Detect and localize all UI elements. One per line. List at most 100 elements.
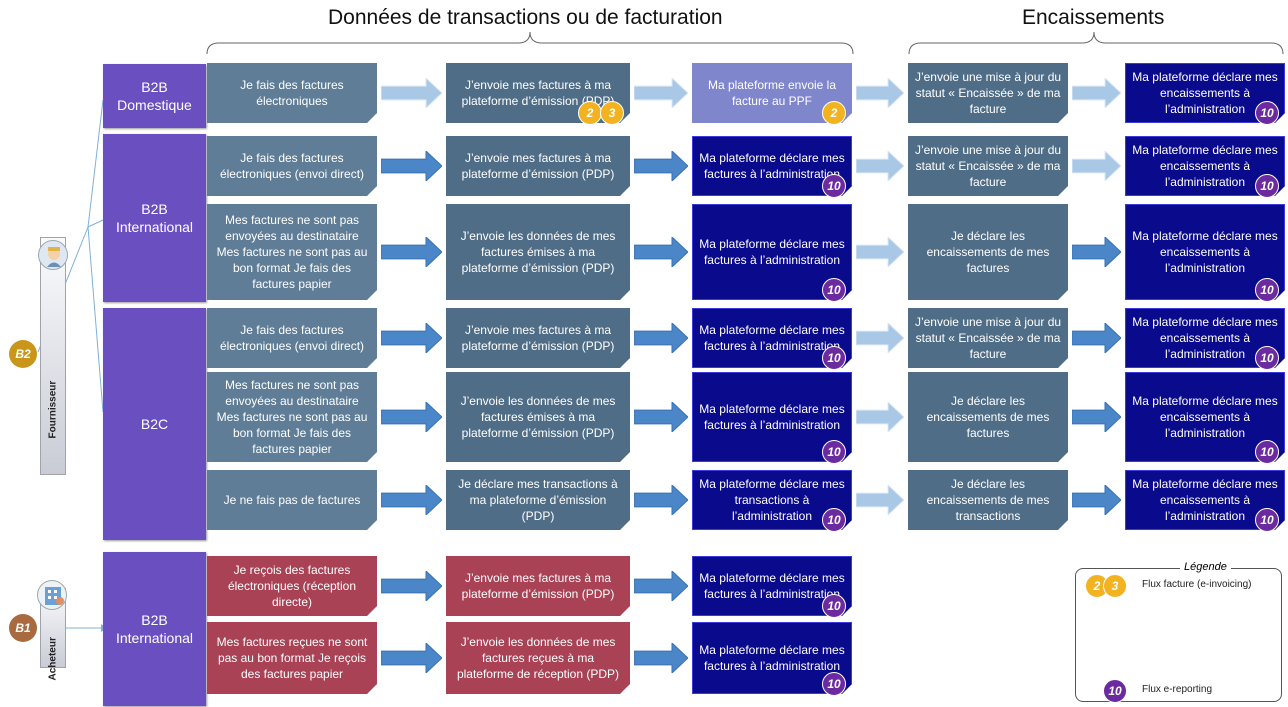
arrow-row1-col3: [856, 78, 904, 108]
step-text: Ma plateforme déclare mes transactions à…: [699, 477, 845, 523]
step-text: Mes factures ne sont pas envoyées au des…: [216, 213, 368, 291]
step-row5-col4: Je déclare les encaissements de mes fact…: [908, 372, 1068, 462]
badge-flow-10: 10: [822, 174, 846, 198]
arrow-row7-col1: [381, 571, 442, 601]
step-text: Ma plateforme déclare mes encaissements …: [1132, 70, 1278, 116]
supplier-person-icon: [38, 240, 68, 270]
arrow-row4-col4: [1072, 323, 1121, 353]
arrow-row6-col1: [381, 485, 442, 515]
step-text: Ma plateforme déclare mes factures à l’a…: [699, 323, 845, 353]
step-row7-col2: J’envoie mes factures à ma plateforme d’…: [446, 556, 630, 616]
step-row2-col5: Ma plateforme déclare mes encaissements …: [1125, 136, 1285, 196]
step-row8-col2: J’envoie les données de mes factures reç…: [446, 622, 630, 694]
badge-flow-10: 10: [822, 278, 846, 302]
arrow-row6-col2: [634, 485, 688, 515]
badge-flow-10: 10: [1255, 278, 1279, 302]
supplier-bar: [40, 237, 66, 475]
step-row3-col3: Ma plateforme déclare mes factures à l’a…: [692, 204, 852, 300]
step-text: J’envoie une mise à jour du statut « Enc…: [914, 315, 1062, 361]
step-row3-col4: Je déclare les encaissements de mes fact…: [908, 204, 1068, 300]
brace-encaissements: [908, 31, 1284, 55]
step-text: Ma plateforme déclare mes encaissements …: [1132, 143, 1278, 189]
step-row6-col3: Ma plateforme déclare mes transactions à…: [692, 470, 852, 530]
step-row4-col1: Je fais des factures électroniques (envo…: [207, 308, 377, 368]
step-text: Ma plateforme déclare mes encaissements …: [1132, 229, 1278, 275]
step-text: Ma plateforme déclare mes factures à l’a…: [699, 571, 845, 601]
category-b2b-international: B2B International: [103, 134, 206, 302]
step-row5-col1: Mes factures ne sont pas envoyées au des…: [207, 372, 377, 462]
legend-badge-3: 3: [1103, 574, 1127, 598]
arrow-row3-col3: [856, 237, 904, 267]
legend-badge-10: 10: [1103, 679, 1127, 703]
step-text: J’envoie une mise à jour du statut « Enc…: [914, 143, 1062, 189]
step-text: Je fais des factures électroniques: [240, 78, 344, 108]
supplier-label: Fournisseur: [47, 380, 59, 439]
category-b2c: B2C: [103, 308, 206, 540]
step-text: J’envoie mes factures à ma plateforme d’…: [461, 151, 615, 181]
arrow-row4-col1: [381, 323, 442, 353]
badge-flow-10: 10: [1255, 508, 1279, 532]
step-row4-col4: J’envoie une mise à jour du statut « Enc…: [908, 308, 1068, 368]
step-text: J’envoie les données de mes factures reç…: [456, 635, 620, 681]
step-row6-col4: Je déclare les encaissements de mes tran…: [908, 470, 1068, 530]
step-row5-col2: J’envoie les données de mes factures émi…: [446, 372, 630, 462]
arrow-row2-col2: [634, 151, 688, 181]
step-row8-col1: Mes factures reçues ne sont pas au bon f…: [207, 622, 377, 694]
arrow-row1-col4: [1072, 78, 1121, 108]
arrow-row8-col2: [634, 643, 688, 673]
header-encaissements: Encaissements: [1022, 6, 1165, 29]
step-text: Ma plateforme déclare mes factures à l’a…: [699, 643, 845, 673]
arrow-row4-col2: [634, 323, 688, 353]
arrow-row2-col1: [381, 151, 442, 181]
buyer-badge: B1: [9, 614, 37, 642]
arrow-row3-col4: [1072, 237, 1121, 267]
badge-flow-3: 3: [600, 101, 624, 125]
step-text: Ma plateforme déclare mes encaissements …: [1132, 394, 1278, 440]
arrow-row6-col3: [856, 485, 904, 515]
step-text: Ma plateforme déclare mes encaissements …: [1132, 477, 1278, 523]
step-text: Ma plateforme déclare mes factures à l’a…: [699, 151, 845, 181]
badge-flow-10: 10: [1255, 174, 1279, 198]
step-text: Ma plateforme déclare mes encaissements …: [1132, 315, 1278, 361]
step-row4-col5: Ma plateforme déclare mes encaissements …: [1125, 308, 1285, 368]
step-row5-col3: Ma plateforme déclare mes factures à l’a…: [692, 372, 852, 462]
step-text: Mes factures ne sont pas envoyées au des…: [216, 378, 368, 456]
step-row1-col2: J’envoie mes factures à ma plateforme d’…: [446, 63, 630, 123]
step-row1-col1: Je fais des factures électroniques: [207, 63, 377, 123]
buyer-building-icon: [37, 580, 67, 610]
arrow-row3-col1: [381, 237, 442, 267]
arrow-row3-col2: [634, 237, 688, 267]
badge-flow-10: 10: [822, 508, 846, 532]
category-buyer-b2b-international: B2B International: [103, 552, 206, 706]
step-text: Je déclare les encaissements de mes fact…: [926, 229, 1050, 275]
step-row6-col2: Je déclare mes transactions à ma platefo…: [446, 470, 630, 530]
step-text: J’envoie mes factures à ma plateforme d’…: [461, 571, 615, 601]
step-row2-col4: J’envoie une mise à jour du statut « Enc…: [908, 136, 1068, 196]
arrow-row8-col1: [381, 643, 442, 673]
buyer-label: Acheteur: [47, 637, 59, 681]
arrow-row5-col4: [1072, 402, 1121, 432]
arrow-row5-col1: [381, 402, 442, 432]
legend-title: Légende: [1180, 561, 1231, 573]
badge-flow-2: 2: [822, 101, 846, 125]
badge-flow-10: 10: [1255, 346, 1279, 370]
step-row7-col3: Ma plateforme déclare mes factures à l’a…: [692, 556, 852, 616]
step-row4-col3: Ma plateforme déclare mes factures à l’a…: [692, 308, 852, 368]
step-text: Ma plateforme déclare mes factures à l’a…: [699, 237, 845, 267]
step-row2-col2: J’envoie mes factures à ma plateforme d’…: [446, 136, 630, 196]
step-row2-col1: Je fais des factures électroniques (envo…: [207, 136, 377, 196]
arrow-row4-col3: [856, 323, 904, 353]
step-text: Ma plateforme déclare mes factures à l’a…: [699, 402, 845, 432]
badge-flow-10: 10: [1255, 101, 1279, 125]
legend-invoice-flow: Flux facture (e-invoicing): [1142, 579, 1252, 590]
arrow-row1-col2: [634, 78, 688, 108]
step-text: J’envoie les données de mes factures émi…: [460, 394, 616, 440]
legend-ereporting-flow: Flux e-reporting: [1142, 684, 1213, 695]
header-transactions: Données de transactions ou de facturatio…: [328, 6, 723, 29]
badge-flow-10: 10: [822, 346, 846, 370]
step-text: Je fais des factures électroniques (envo…: [219, 151, 365, 181]
step-text: Ma plateforme envoie la facture au PPF: [707, 78, 837, 108]
step-text: Je reçois des factures électroniques (ré…: [227, 563, 357, 609]
step-row4-col2: J’envoie mes factures à ma plateforme d’…: [446, 308, 630, 368]
step-text: Je fais des factures électroniques (envo…: [219, 323, 365, 353]
